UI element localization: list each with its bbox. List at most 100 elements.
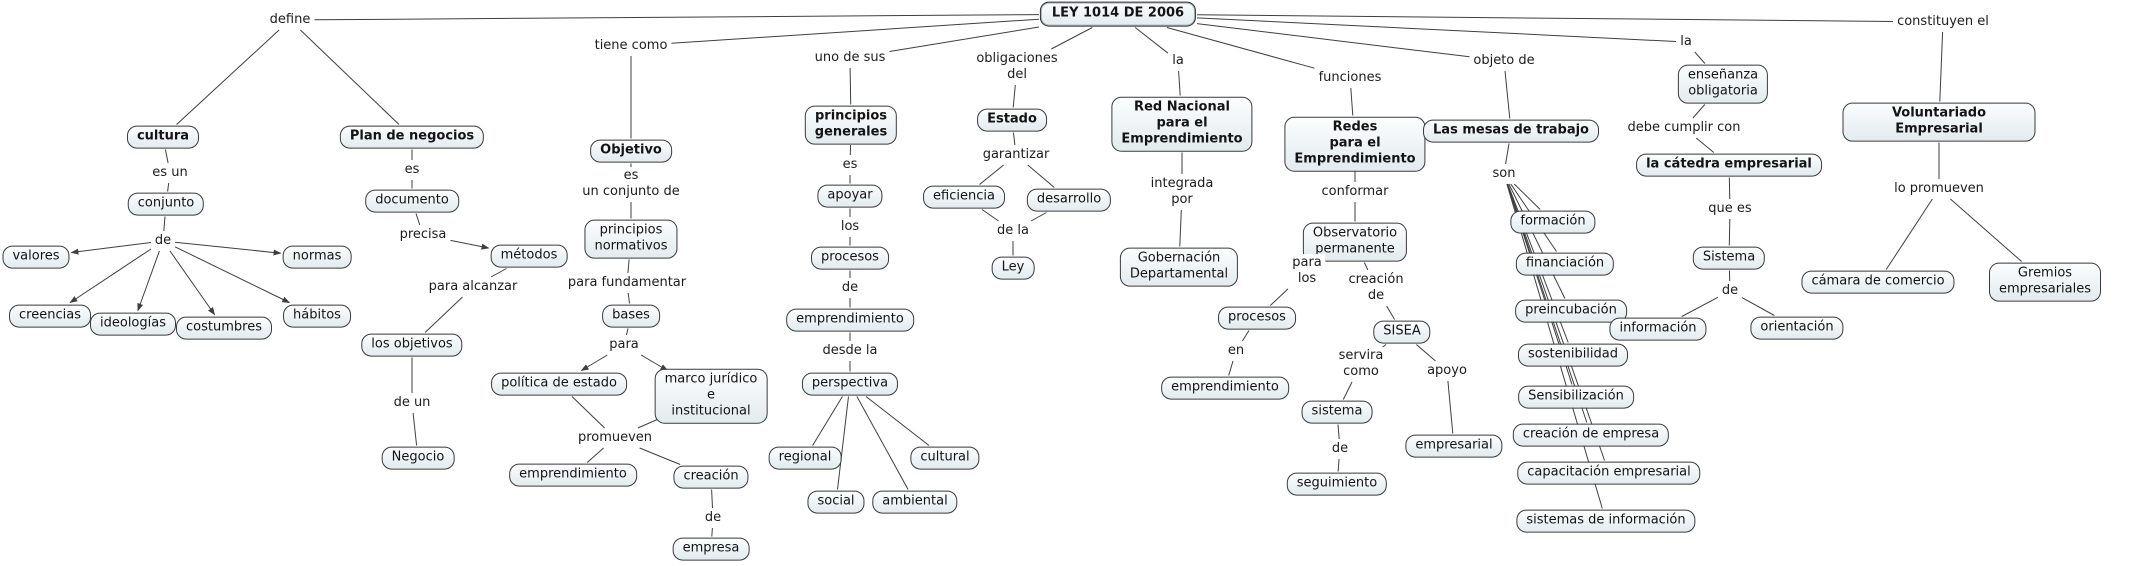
link-phrase-lk-de-4: de	[1328, 440, 1352, 458]
edge-lk-de-2-empresa	[711, 527, 713, 537]
edge-lk-para-marco-juridico	[640, 354, 669, 372]
edge-lk-para-fundamentar-bases	[627, 292, 630, 304]
concept-metodos[interactable]: métodos	[490, 244, 568, 268]
concept-camara-de-comercio[interactable]: cámara de comercio	[1801, 270, 1955, 294]
edge-lk-garantizar-eficiencia	[979, 164, 1004, 185]
link-phrase-lk-apoyo: apoyo	[1424, 362, 1470, 380]
concept-ley[interactable]: Ley	[991, 256, 1035, 280]
concept-formacion[interactable]: formación	[1510, 210, 1596, 234]
concept-social[interactable]: social	[807, 490, 865, 514]
edge-lk-de-1-habitos	[174, 246, 291, 303]
link-phrase-lk-es-2: es	[401, 161, 423, 179]
link-phrase-lk-los: los	[837, 218, 863, 236]
concept-apoyar[interactable]: apoyar	[817, 184, 883, 208]
concept-estado[interactable]: Estado	[977, 108, 1047, 132]
concept-red-nacional[interactable]: Red Nacional para el Emprendimiento	[1111, 96, 1253, 152]
concept-bases[interactable]: bases	[602, 304, 660, 328]
concept-seguimiento[interactable]: seguimiento	[1286, 472, 1388, 496]
edge-metodos-lk-para-alcanzar	[490, 268, 507, 278]
link-phrase-lk-para: para	[606, 336, 642, 354]
concept-informacion[interactable]: información	[1609, 317, 1707, 341]
edge-desarrollo-lk-de-la	[1030, 212, 1047, 222]
edge-sisea-lk-apoyo	[1416, 344, 1436, 362]
link-phrase-lk-que-es: que es	[1705, 200, 1755, 218]
concept-desarrollo[interactable]: desarrollo	[1026, 188, 1112, 212]
concept-emprendimiento-1[interactable]: emprendimiento	[509, 463, 637, 487]
link-phrase-lk-debe-cumplir: debe cumplir con	[1624, 119, 1744, 137]
concept-cultural[interactable]: cultural	[910, 446, 980, 470]
edge-perspectiva-ambiental	[856, 396, 909, 490]
concept-capacitacion-empresarial[interactable]: capacitación empresarial	[1517, 461, 1701, 485]
concept-ambiental[interactable]: ambiental	[872, 490, 958, 514]
concept-costumbres[interactable]: costumbres	[176, 316, 272, 340]
concept-objetivo[interactable]: Objetivo	[590, 139, 672, 163]
edge-mesas-de-trabajo-lk-son	[1505, 143, 1510, 165]
concept-orientacion[interactable]: orientación	[1750, 316, 1844, 340]
concept-financiacion[interactable]: financiación	[1515, 252, 1615, 276]
concept-ensenanza-obligatoria[interactable]: enseñanza obligatoria	[1677, 64, 1769, 104]
edge-lk-de-5-orientacion	[1741, 297, 1775, 316]
edge-lk-obligaciones-del-estado	[1012, 84, 1016, 108]
concept-creacion-1[interactable]: creación	[673, 465, 749, 489]
concept-redes-emprendimiento[interactable]: Redes para el Emprendimiento	[1284, 116, 1426, 172]
concept-ideologias[interactable]: ideologías	[90, 312, 176, 336]
link-phrase-lk-promueven: promueven	[574, 429, 656, 447]
concept-negocio[interactable]: Negocio	[381, 446, 455, 470]
concept-principios-normativos[interactable]: principios normativos	[584, 219, 678, 259]
concept-regional[interactable]: regional	[768, 446, 842, 470]
edge-bases-lk-para	[625, 328, 629, 336]
concept-empresa[interactable]: empresa	[672, 537, 750, 561]
edge-lk-uno-de-sus-principios-generales	[849, 67, 852, 105]
concept-catedra-empresarial[interactable]: la cátedra empresarial	[1636, 153, 1822, 177]
concept-perspectiva[interactable]: perspectiva	[801, 372, 899, 396]
edge-lk-de-1-ideologias	[137, 250, 160, 312]
concept-procesos-1[interactable]: procesos	[811, 246, 889, 270]
concept-creacion-de-empresa[interactable]: creación de empresa	[1512, 423, 1670, 447]
concept-documento[interactable]: documento	[365, 189, 459, 213]
concept-sistemas-de-informacion[interactable]: sistemas de información	[1516, 509, 1696, 533]
concept-empresarial[interactable]: empresarial	[1405, 434, 1503, 458]
concept-cultura[interactable]: cultura	[126, 125, 200, 149]
concept-emprendimiento-2[interactable]: emprendimiento	[786, 308, 914, 332]
concept-conjunto[interactable]: conjunto	[127, 192, 205, 216]
concept-normas[interactable]: normas	[282, 245, 352, 269]
link-phrase-lk-de-la: de la	[994, 222, 1032, 240]
concept-gobernacion-departamental[interactable]: Gobernación Departamental	[1119, 247, 1239, 287]
concept-los-objetivos[interactable]: los objetivos	[361, 333, 463, 357]
link-phrase-lk-para-los: para los	[1289, 254, 1325, 288]
concept-preincubacion[interactable]: preincubación	[1515, 299, 1627, 323]
concept-gremios-empresariales[interactable]: Gremios empresariales	[1988, 262, 2102, 302]
concept-habitos[interactable]: hábitos	[283, 304, 351, 328]
link-phrase-lk-uno-de-sus: uno de sus	[811, 49, 889, 67]
concept-plan-de-negocios[interactable]: Plan de negocios	[339, 125, 485, 149]
concept-sisea[interactable]: SISEA	[1373, 320, 1431, 344]
concept-voluntariado-empresarial[interactable]: Voluntariado Empresarial	[1842, 102, 2036, 142]
concept-sensibilizacion[interactable]: Sensibilización	[1518, 385, 1634, 409]
link-phrase-lk-precisa: precisa	[396, 226, 450, 244]
edge-lk-constituyen-el-voluntariado-empresarial	[1939, 31, 1944, 102]
concept-marco-juridico[interactable]: marco jurídico e institucional	[654, 368, 768, 424]
edge-lk-para-politica-de-estado	[580, 354, 608, 372]
edge-lk-para-los-procesos-2	[1269, 288, 1289, 306]
concept-valores[interactable]: valores	[2, 245, 70, 269]
concept-procesos-2[interactable]: procesos	[1218, 306, 1296, 330]
concept-mesas-de-trabajo[interactable]: Las mesas de trabajo	[1423, 119, 1599, 143]
concept-politica-de-estado[interactable]: política de estado	[491, 372, 627, 396]
link-phrase-lk-de-2: de	[701, 509, 725, 527]
concept-sistema-2[interactable]: Sistema	[1692, 246, 1766, 270]
link-phrase-lk-desde-la: desde la	[819, 342, 881, 360]
concept-creencias[interactable]: creencias	[9, 304, 91, 328]
concept-main[interactable]: LEY 1014 DE 2006	[1039, 1, 1197, 27]
link-phrase-lk-constituyen-el: constituyen el	[1894, 13, 1992, 31]
link-phrase-lk-la-1: la	[1169, 52, 1187, 70]
concept-sostenibilidad[interactable]: sostenibilidad	[1517, 343, 1629, 367]
edge-lk-la-2-ensenanza-obligatoria	[1694, 51, 1706, 64]
concept-emprendimiento-3[interactable]: emprendimiento	[1161, 376, 1289, 400]
link-phrase-lk-son: son	[1489, 165, 1519, 183]
edge-lk-precisa-metodos	[450, 239, 490, 250]
edge-main-lk-obligaciones-del	[1051, 27, 1093, 50]
concept-eficiencia[interactable]: eficiencia	[923, 185, 1005, 209]
concept-sistema-1[interactable]: sistema	[1301, 400, 1373, 424]
concept-principios-generales[interactable]: principios generales	[804, 105, 898, 145]
